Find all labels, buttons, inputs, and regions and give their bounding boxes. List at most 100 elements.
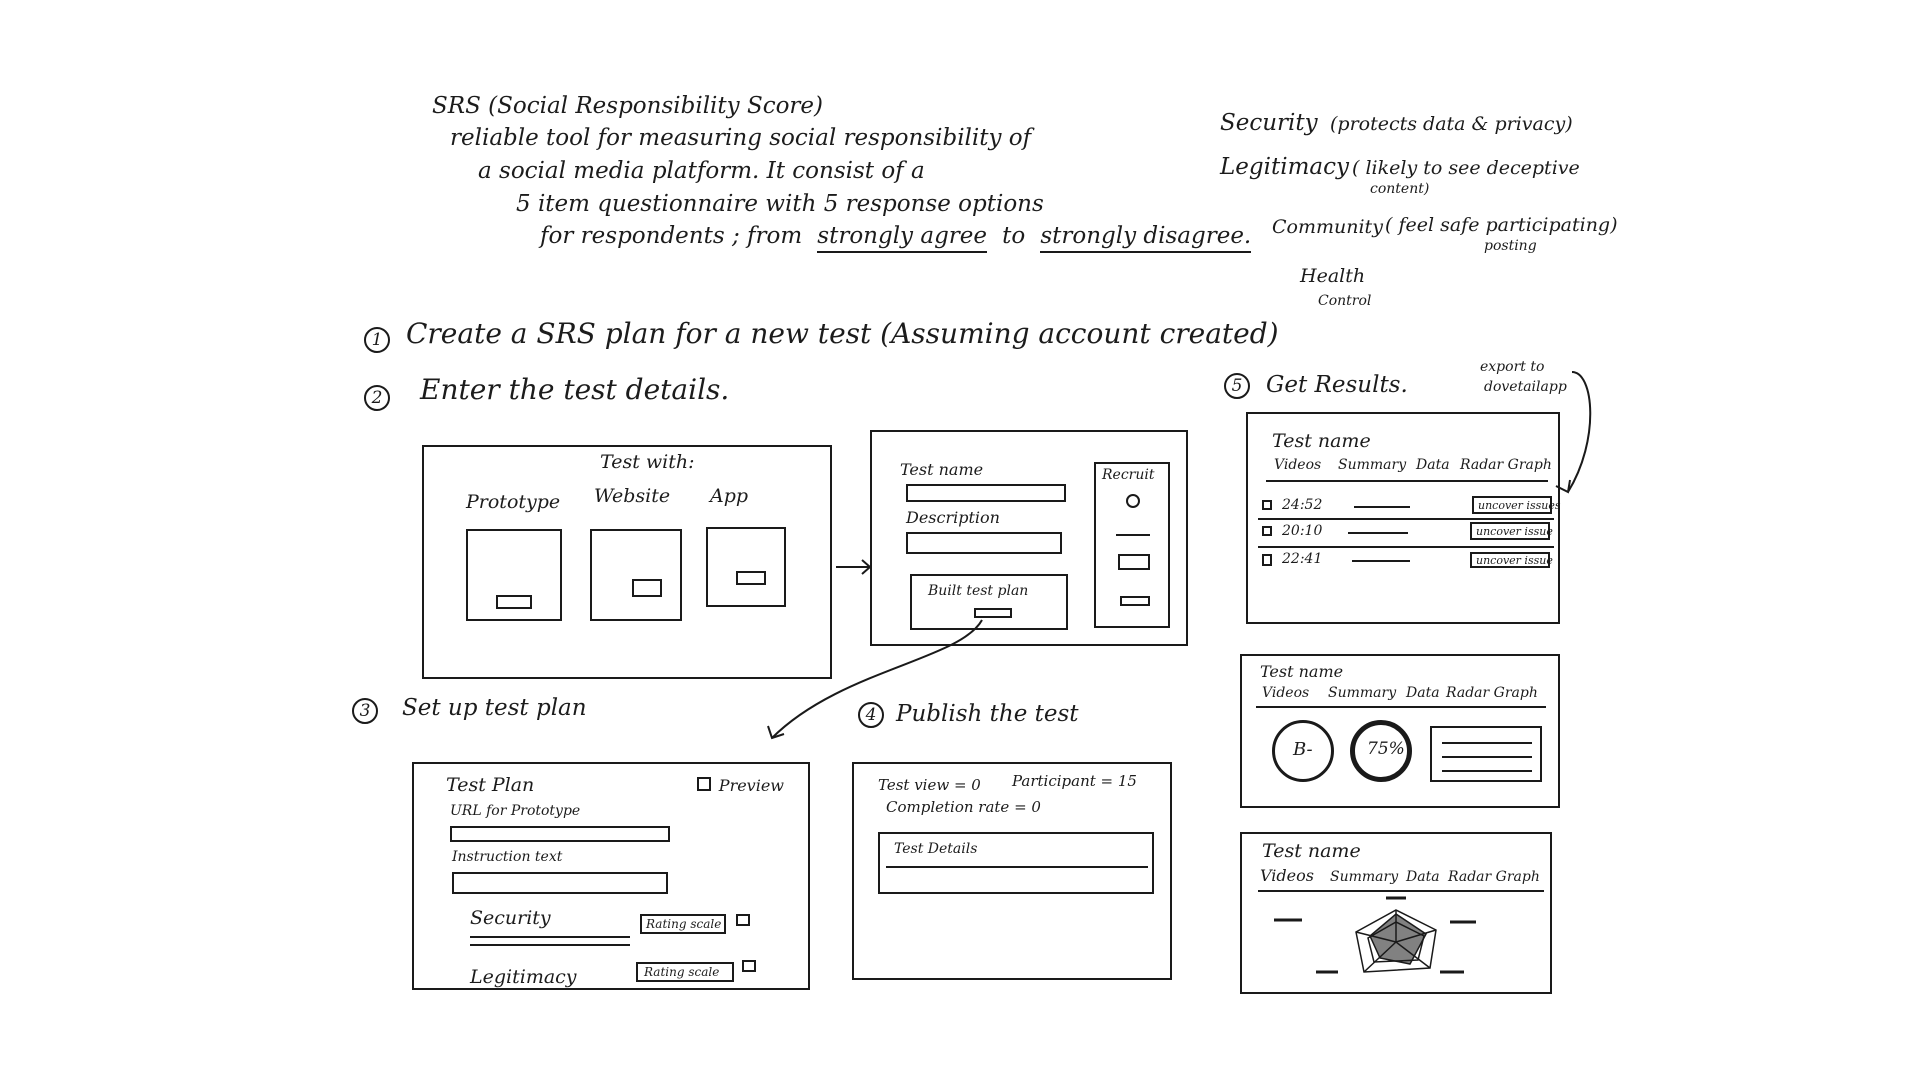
website-select-button[interactable]: [632, 579, 662, 597]
criteria-security: Security: [1220, 110, 1318, 136]
video-duration: 22:41: [1282, 551, 1323, 567]
tab-summary[interactable]: Summary: [1338, 457, 1407, 473]
criteria-control: Control: [1318, 293, 1372, 309]
test-details-card[interactable]: Test Details: [878, 832, 1154, 894]
test-with-title: Test with:: [600, 451, 695, 473]
intro-line-1: SRS (Social Responsibility Score): [432, 93, 824, 119]
description-label: Description: [906, 508, 1000, 527]
test-name-label: Test name: [900, 460, 984, 479]
tab-videos[interactable]: Videos: [1260, 866, 1314, 885]
publish-panel: Test view = 0 Participant = 15 Completio…: [852, 762, 1172, 980]
tab-videos[interactable]: Videos: [1262, 685, 1310, 701]
tab-radar-graph[interactable]: Radar Graph: [1446, 685, 1538, 701]
step-3-number: 3: [352, 698, 378, 724]
criteria-community: Community: [1272, 216, 1383, 238]
website-option[interactable]: [590, 529, 682, 621]
score-badge: 75%: [1350, 720, 1412, 782]
legitimacy-rating-scale[interactable]: Rating scale: [636, 962, 734, 982]
completion-rate: Completion rate = 0: [886, 798, 1041, 816]
step-5-label: Get Results.: [1266, 372, 1408, 398]
test-plan-title: Test Plan: [446, 774, 535, 796]
criteria-legitimacy-note-2: content): [1370, 181, 1430, 197]
website-label: Website: [594, 485, 671, 507]
step-4-number: 4: [858, 702, 884, 728]
prototype-select-button[interactable]: [496, 595, 532, 609]
intro-line-4: 5 item questionnaire with 5 response opt…: [516, 191, 1044, 217]
criteria-security-note: (protects data & privacy): [1330, 113, 1573, 135]
results-videos-title: Test name: [1272, 430, 1371, 452]
step-5-number: 5: [1224, 373, 1250, 399]
instruction-label: Instruction text: [452, 849, 563, 865]
build-test-plan-button[interactable]: Built test plan: [910, 574, 1068, 630]
intro-line-2: reliable tool for measuring social respo…: [450, 125, 1032, 151]
test-with-panel: Test with: Prototype Website App: [422, 445, 832, 679]
build-test-plan-action[interactable]: [974, 608, 1012, 618]
security-rating-scale[interactable]: Rating scale: [640, 914, 726, 934]
test-plan-panel: Test Plan Preview URL for Prototype Inst…: [412, 762, 810, 990]
preview-button[interactable]: Preview: [696, 776, 784, 795]
app-select-button[interactable]: [736, 571, 766, 585]
tab-radar-graph[interactable]: Radar Graph: [1448, 869, 1540, 885]
criteria-community-note: ( feel safe participating): [1385, 214, 1618, 236]
tab-videos[interactable]: Videos: [1274, 457, 1322, 473]
recruit-label: Recruit: [1102, 467, 1155, 483]
test-view-count: Test view = 0: [878, 776, 981, 794]
strongly-agree: strongly agree: [817, 223, 988, 253]
test-details-label: Test Details: [894, 841, 978, 857]
criteria-legitimacy-note: ( likely to see deceptive: [1352, 157, 1580, 179]
results-radar-panel: Test name Videos Summary Data Radar Grap…: [1240, 832, 1552, 994]
tab-summary[interactable]: Summary: [1330, 869, 1399, 885]
recruit-input[interactable]: [1118, 554, 1150, 570]
results-videos-panel: Test name Videos Summary Data Radar Grap…: [1246, 412, 1560, 624]
grade-badge: B-: [1272, 720, 1334, 782]
summary-text-block: [1430, 726, 1542, 782]
video-duration: 20:10: [1282, 523, 1323, 539]
prototype-option[interactable]: [466, 529, 562, 621]
legitimacy-question-label: Legitimacy: [470, 966, 577, 988]
tab-data[interactable]: Data: [1406, 869, 1440, 885]
radar-graph: [1274, 896, 1476, 974]
description-input[interactable]: [906, 532, 1062, 554]
results-radar-title: Test name: [1262, 840, 1361, 862]
grade-value: B-: [1293, 739, 1313, 760]
app-label: App: [710, 485, 749, 507]
criteria-community-note-2: posting: [1484, 238, 1537, 254]
step-1-number: 1: [364, 327, 390, 353]
results-summary-title: Test name: [1260, 662, 1344, 681]
recruit-button[interactable]: [1120, 596, 1150, 606]
tab-radar-graph[interactable]: Radar Graph: [1460, 457, 1552, 473]
step-4-label: Publish the test: [896, 701, 1079, 727]
tab-data[interactable]: Data: [1406, 685, 1440, 701]
legitimacy-camera-icon[interactable]: [742, 960, 756, 972]
app-option[interactable]: [706, 527, 786, 607]
test-details-panel: Test name Description Built test plan Re…: [870, 430, 1188, 646]
uncover-issue-button[interactable]: uncover issue: [1470, 552, 1553, 568]
criteria-health: Health: [1300, 265, 1366, 287]
url-input[interactable]: [450, 826, 670, 842]
participant-count: Participant = 15: [1012, 772, 1137, 790]
play-icon: [1262, 554, 1272, 566]
export-label-1: export to: [1480, 359, 1545, 375]
preview-icon: [696, 777, 711, 791]
tab-summary[interactable]: Summary: [1328, 685, 1397, 701]
export-label-2: dovetailapp: [1484, 379, 1567, 395]
uncover-issue-button[interactable]: uncover issue: [1470, 522, 1553, 540]
intro-line-3: a social media platform. It consist of a: [478, 158, 925, 184]
score-value: 75%: [1367, 739, 1405, 759]
security-question-label: Security: [470, 907, 551, 929]
prototype-label: Prototype: [466, 491, 561, 513]
recruit-panel: Recruit: [1094, 462, 1170, 628]
security-camera-icon[interactable]: [736, 914, 750, 926]
step-2-number: 2: [364, 385, 390, 411]
uncover-issues-button[interactable]: uncover issues: [1472, 496, 1560, 514]
instruction-input[interactable]: [452, 872, 668, 894]
strongly-disagree: strongly disagree.: [1040, 223, 1252, 253]
criteria-legitimacy: Legitimacy: [1220, 154, 1349, 180]
play-icon: [1262, 500, 1272, 510]
intro-line-5: for respondents ; from strongly agree to…: [540, 223, 1252, 253]
step-1-label: Create a SRS plan for a new test (Assumi…: [406, 317, 1279, 350]
test-name-input[interactable]: [906, 484, 1066, 502]
tab-data[interactable]: Data: [1416, 457, 1450, 473]
preview-label: Preview: [718, 776, 784, 795]
